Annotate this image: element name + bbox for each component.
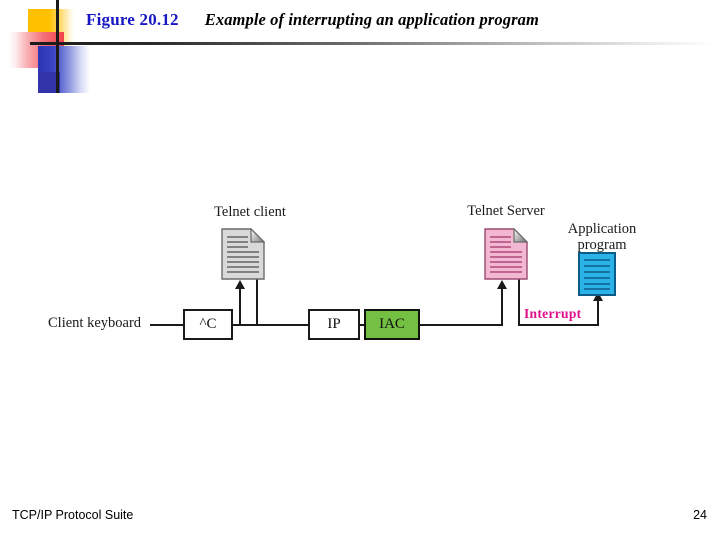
box-iac-label: IAC [379,316,405,332]
wire-keyboard-to-ctrlc [150,324,184,326]
application-program-icon [578,252,616,296]
figure-caption: Example of interrupting an application p… [204,10,539,29]
wire-telnet-client-to-ip [256,324,310,326]
wire-iac-to-server-riser [419,324,503,326]
wire-riser-to-telnet-client [239,288,241,325]
label-application-program-line1: Application [567,221,637,237]
wire-telnet-server-down [518,278,520,325]
box-ip-label: IP [327,316,341,332]
telnet-client-document-icon [221,228,265,280]
wire-interrupt-path [518,324,599,326]
label-client-keyboard: Client keyboard [48,315,142,331]
decor-vertical-rule [56,0,59,93]
arrowhead-into-telnet-client [235,280,245,289]
box-iac: IAC [364,309,420,340]
label-application-program: Application program [556,221,648,253]
label-telnet-server: Telnet Server [467,203,545,219]
box-ctrl-c-label: ^C [199,316,217,332]
arrowhead-into-application-program [593,292,603,301]
wire-ip-to-iac [359,324,365,326]
label-application-program-line2: program [577,237,627,254]
figure-number: Figure 20.12 [86,10,179,29]
wire-riser-to-application [597,300,599,325]
label-interrupt: Interrupt [524,306,582,321]
page-title: Figure 20.12 Example of interrupting an … [86,10,539,36]
decor-horizontal-rule [30,42,714,45]
footer-title: TCP/IP Protocol Suite [12,508,134,522]
wire-ctrlc-to-riser [233,324,257,326]
wire-riser-to-telnet-server [501,288,503,325]
decor-blue-solid-square [38,72,60,93]
footer-page-number: 24 [693,508,707,522]
wire-telnet-client-down [256,278,258,325]
label-telnet-client: Telnet client [214,204,286,220]
arrowhead-into-telnet-server [497,280,507,289]
box-ip: IP [308,309,360,340]
box-ctrl-c: ^C [183,309,233,340]
telnet-server-document-icon [484,228,528,280]
